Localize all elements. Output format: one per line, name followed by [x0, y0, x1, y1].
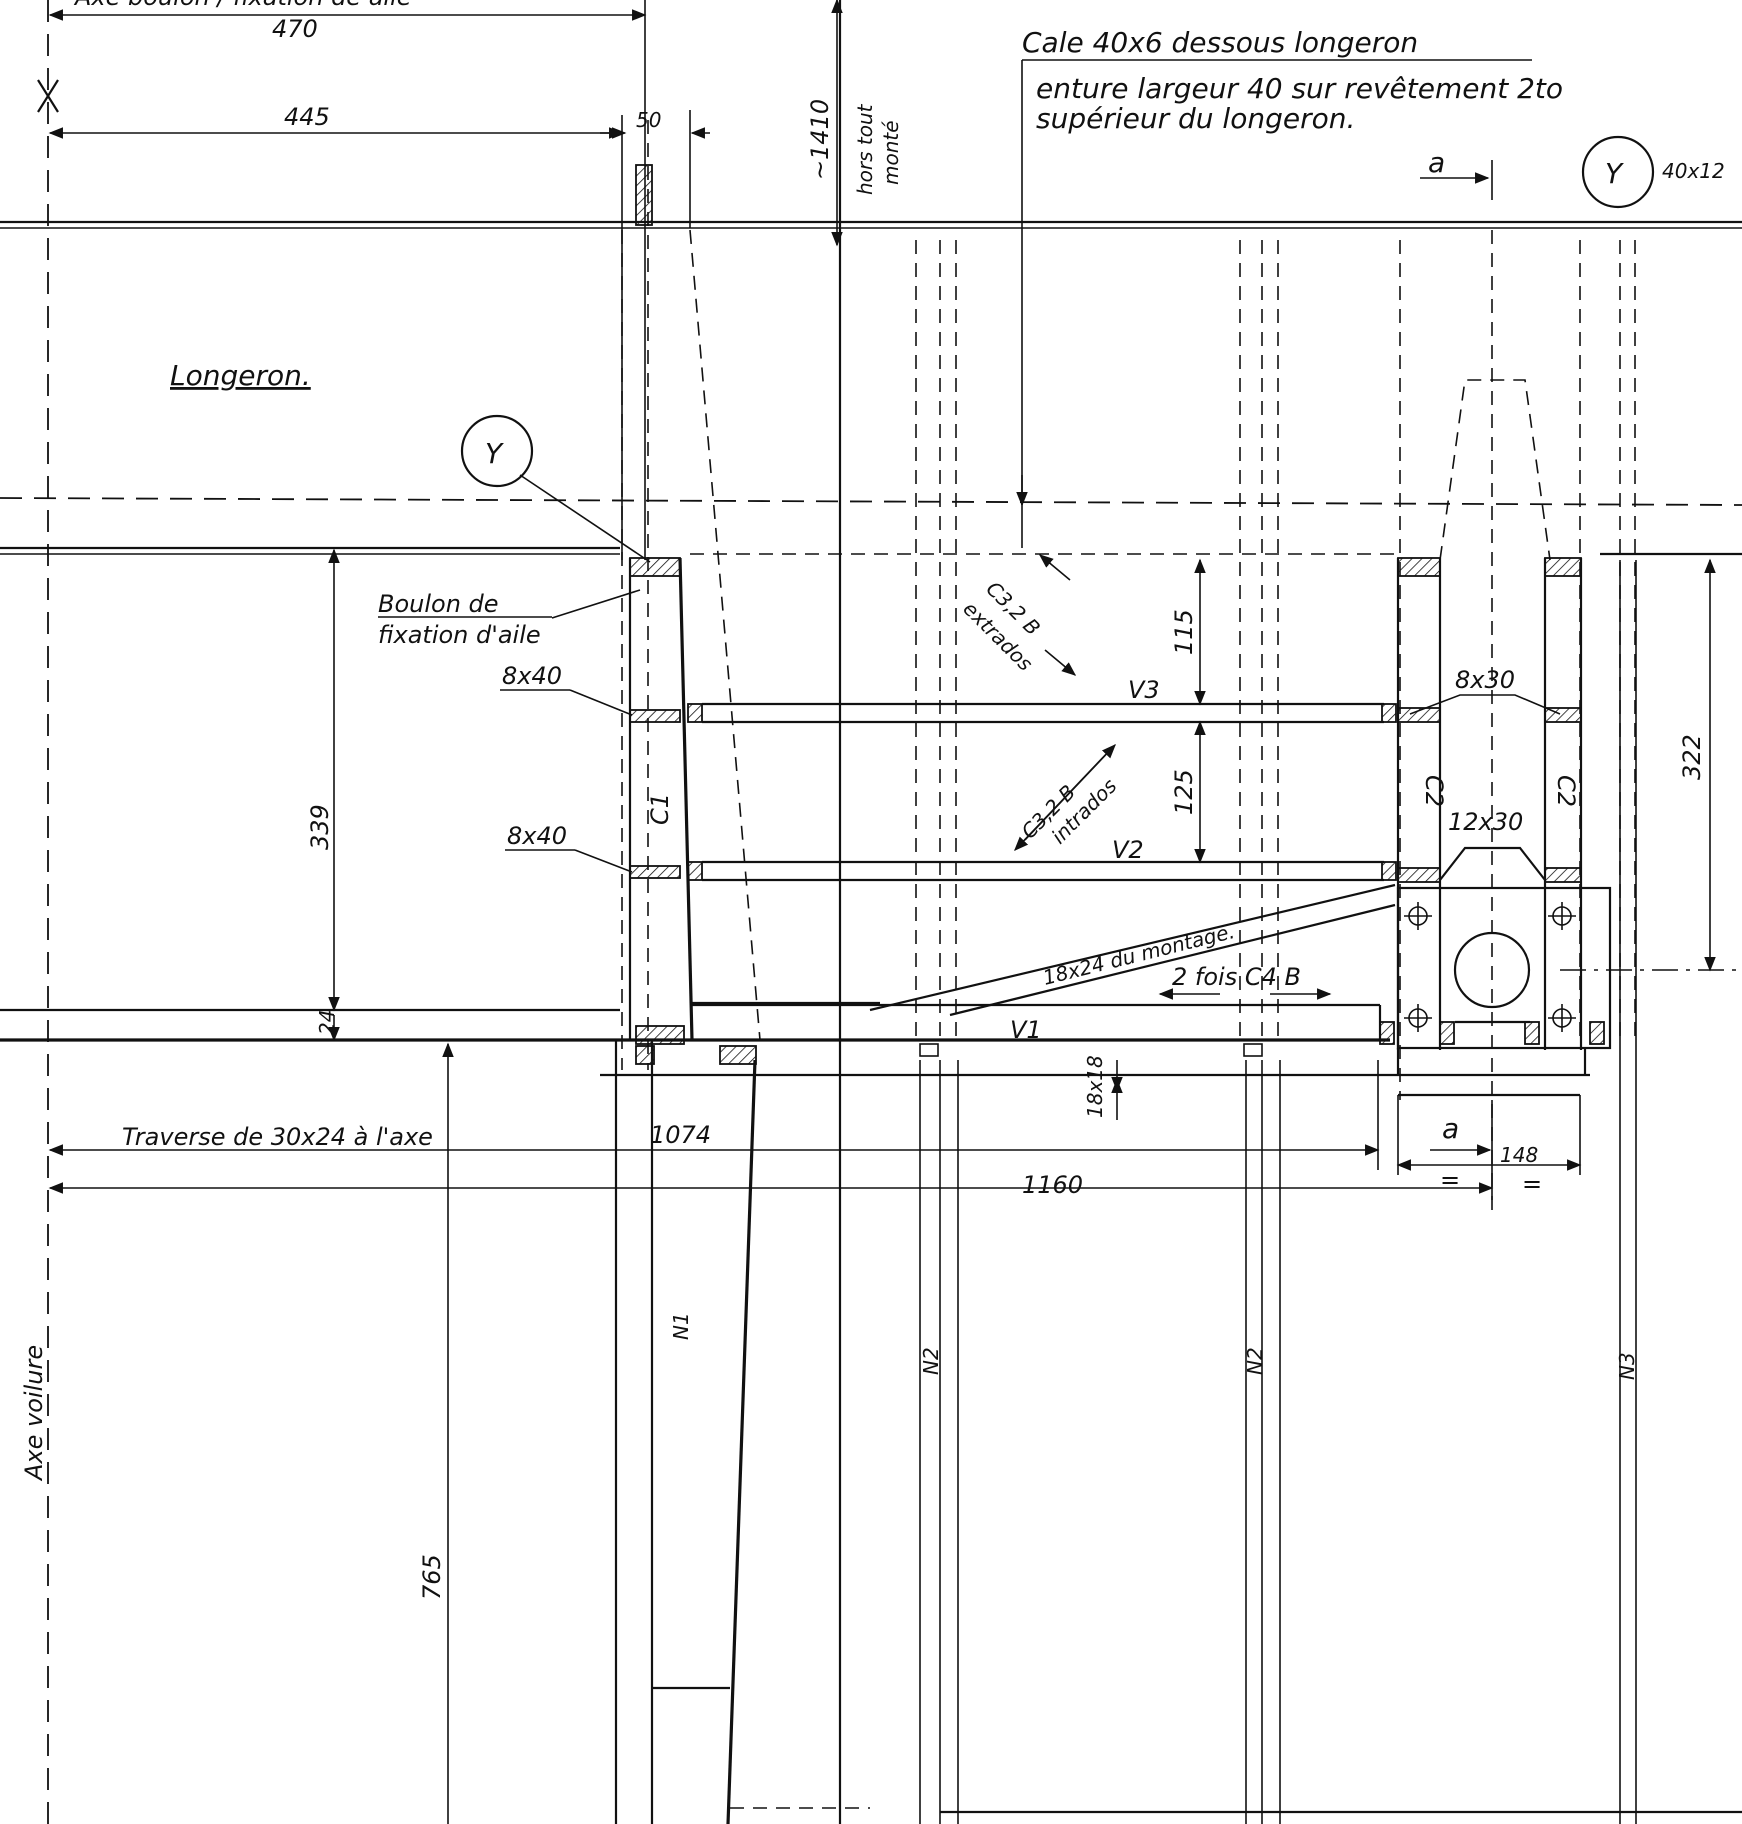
label-n1: N1	[669, 1312, 693, 1340]
callout-y-right: Y	[1605, 157, 1624, 190]
longeron-label: Longeron.	[170, 359, 311, 392]
dim-148: 148	[1500, 1143, 1538, 1167]
monte-text: monté	[879, 120, 903, 185]
dim-765: 765	[418, 1554, 446, 1600]
dim-322: 322	[1678, 734, 1706, 780]
dim-1074: 1074	[650, 1121, 711, 1149]
frame-c1	[628, 164, 757, 1065]
equal-mark-1: =	[1440, 1166, 1460, 1194]
leader-lines	[378, 474, 1561, 873]
section-a-top: a	[1428, 146, 1445, 179]
label-v2: V2	[1112, 836, 1144, 864]
lower-posts	[614, 0, 1742, 1824]
members-v	[687, 702, 1397, 1042]
label-n2-a: N2	[919, 1347, 943, 1375]
boulon-line-2: fixation d'aile	[378, 621, 541, 649]
cross-icon	[37, 79, 59, 113]
label-c2-left: C2	[1420, 775, 1448, 807]
deux-fois-text: 2 fois C4 B	[1172, 963, 1301, 991]
enture-line-2: supérieur du longeron.	[1036, 102, 1355, 135]
bolt-hole	[1404, 902, 1576, 1032]
label-v1: V1	[1010, 1016, 1042, 1044]
callout-circle-right	[1581, 135, 1655, 209]
dim-1410: ~1410	[806, 99, 834, 180]
dim-339: 339	[306, 804, 334, 850]
label-c1: C1	[646, 793, 674, 825]
boulon-line-1: Boulon de	[378, 590, 499, 618]
section-a-bottom: a	[1442, 1112, 1459, 1145]
label-v3: V3	[1128, 676, 1160, 704]
dim-445: 445	[284, 103, 330, 131]
equal-mark-2: =	[1522, 1170, 1542, 1198]
dimension-lines	[48, 0, 1716, 1824]
callout-y-left: Y	[485, 437, 504, 470]
dim-24: 24	[315, 1010, 339, 1035]
label-c2-right: C2	[1552, 775, 1580, 807]
size-8x40-a: 8x40	[502, 662, 562, 690]
enture-line-1: enture largeur 40 sur revêtement 2to	[1036, 72, 1563, 105]
traverse-text: Traverse de 30x24 à l'axe	[122, 1123, 433, 1151]
frame-c2	[1379, 557, 1742, 1097]
hors-tout-text: hors tout	[853, 103, 877, 195]
dim-115: 115	[1170, 609, 1198, 655]
dashed-verticals	[621, 120, 1636, 1200]
dim-50: 50	[636, 108, 661, 132]
size-40x12: 40x12	[1662, 159, 1725, 183]
size-12x30: 12x30	[1448, 808, 1523, 836]
dim-1160: 1160	[1022, 1171, 1083, 1199]
callout-circle-left	[460, 414, 534, 488]
label-n2-b: N2	[1243, 1347, 1267, 1375]
dim-18x18: 18x18	[1083, 1055, 1107, 1118]
axe-voilure-text: Axe voilure	[20, 1345, 48, 1482]
v1-brackets	[919, 1043, 1263, 1057]
size-8x30: 8x30	[1455, 666, 1515, 694]
dim-470: 470	[272, 15, 318, 43]
top-cut-text: Axe boulon / fixation de aile	[73, 0, 412, 11]
size-8x40-b: 8x40	[507, 822, 567, 850]
cale-text: Cale 40x6 dessous longeron	[1022, 26, 1418, 59]
spar-outline	[0, 220, 1742, 1077]
dim-125: 125	[1170, 769, 1198, 815]
label-n3: N3	[1615, 1352, 1639, 1380]
